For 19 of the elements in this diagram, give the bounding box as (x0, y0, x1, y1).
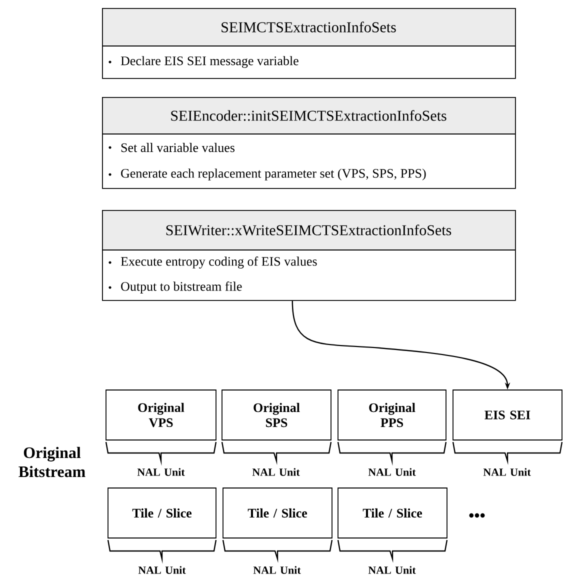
nal-unit-label: NAL Unit (368, 468, 416, 476)
nal-unit-label: NAL Unit (137, 468, 185, 476)
class-box: SEIMCTSExtractionInfoSets Declare EIS SEI message variable (102, 8, 516, 79)
class-box: SEIWriter::xWriteSEIMCTSExtractionInfoSets Execute entropy coding of EIS values Output to bitstream file (102, 210, 516, 301)
class-box: SEIEncoder::initSEIMCTSExtractionInfoSets Set all variable values Generate each replacement parameter set (VPS, SPS, PPS) (102, 97, 516, 189)
nal-unit-label: NAL Unit (368, 566, 416, 574)
nal-unit-box: Tile / Slice (222, 488, 332, 538)
nal-unit-label: NAL Unit (138, 566, 186, 574)
nal-unit-box: Original VPS (106, 390, 216, 440)
nal-unit-box: Original SPS (222, 390, 332, 440)
nal-unit-box: Original PPS (338, 390, 446, 440)
nal-unit-label: NAL Unit (252, 468, 300, 476)
nal-unit-label: NAL Unit (483, 468, 531, 476)
ellipsis: ••• (469, 513, 485, 518)
nal-unit-box: EIS SEI (452, 390, 562, 440)
nal-unit-label: NAL Unit (253, 566, 301, 574)
bitstream-label: Original Bitstream (18, 446, 86, 478)
nal-unit-box: Tile / Slice (338, 488, 448, 538)
nal-unit-box: Tile / Slice (108, 488, 216, 538)
